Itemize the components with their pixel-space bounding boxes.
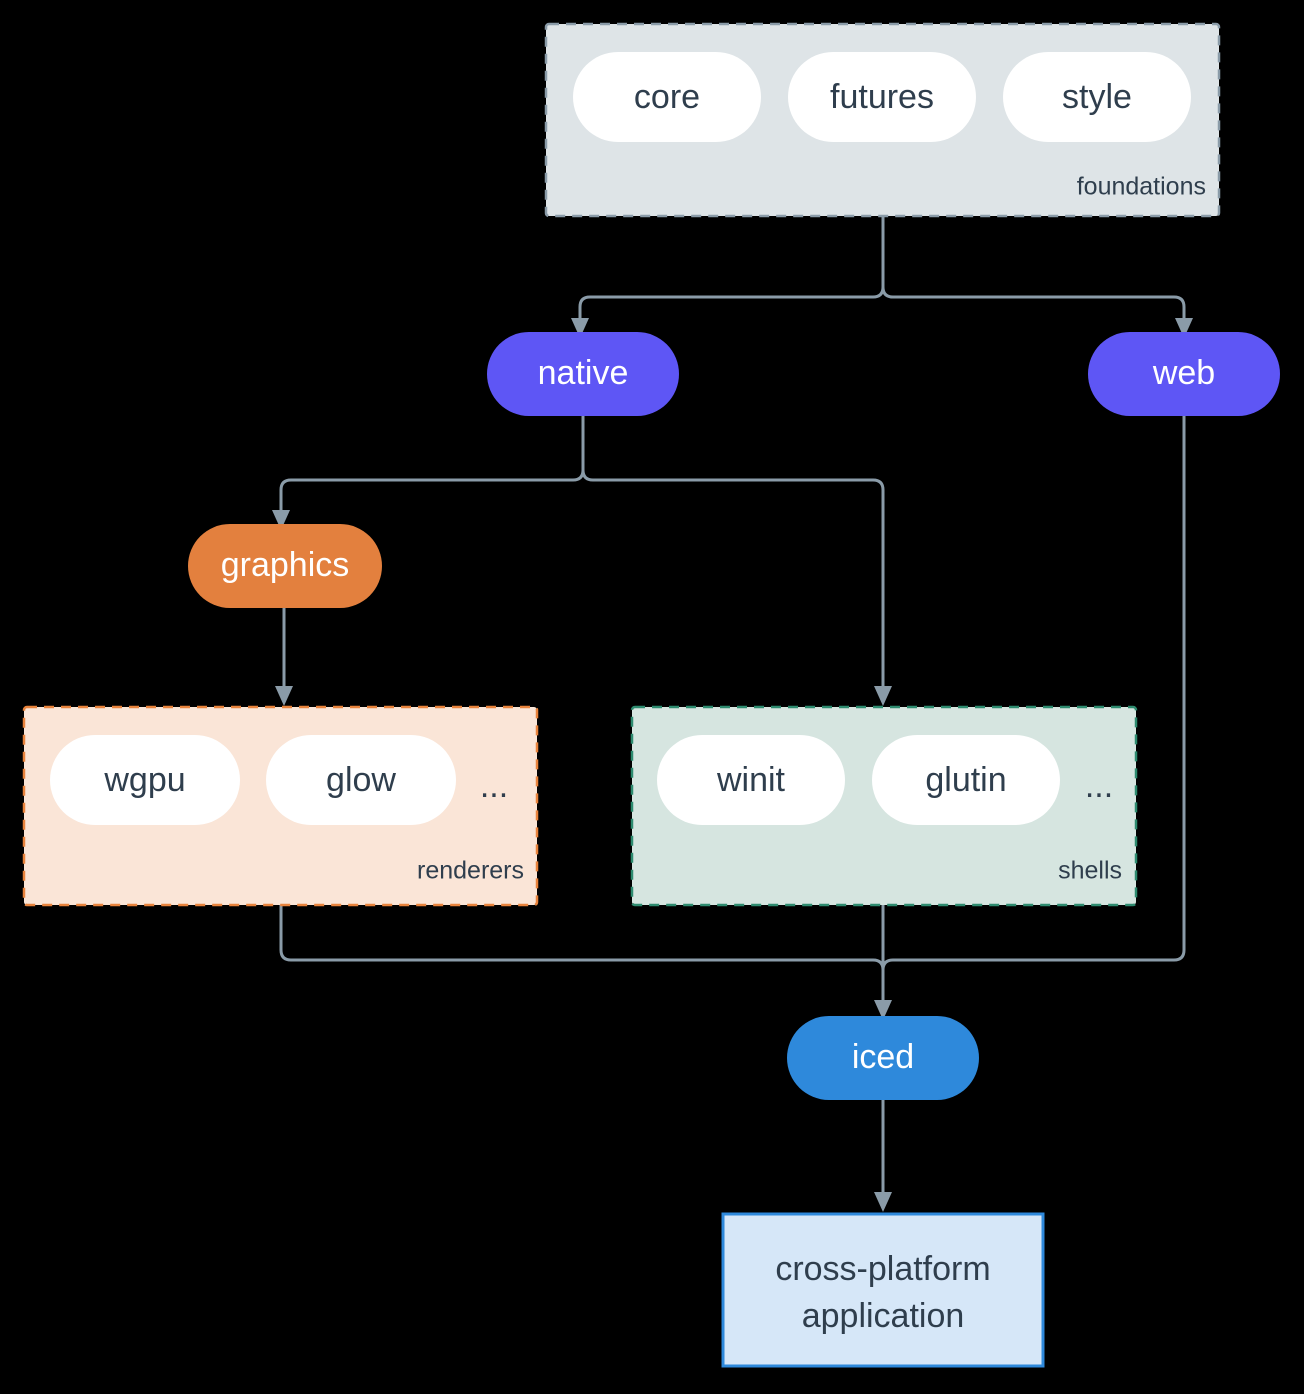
edge-arrowhead-web bbox=[1175, 318, 1193, 338]
node-web-pill bbox=[1088, 332, 1280, 416]
node-core-label: core bbox=[634, 78, 700, 116]
node-native[interactable]: native bbox=[487, 332, 679, 416]
cluster-foundations[interactable]: core futures style foundations bbox=[544, 22, 1221, 218]
node-web-label: web bbox=[1152, 354, 1215, 392]
node-core[interactable]: core bbox=[573, 52, 761, 142]
cluster-shells-label: shells bbox=[1058, 857, 1122, 885]
edge-web-to-iced bbox=[881, 415, 1186, 1004]
node-glow[interactable]: glow bbox=[266, 735, 456, 825]
node-iced[interactable]: iced bbox=[787, 1016, 979, 1100]
node-style-label: style bbox=[1062, 78, 1132, 116]
edge-arrowhead-iced bbox=[874, 1000, 892, 1020]
node-native-pill bbox=[487, 332, 679, 416]
node-glutin[interactable]: glutin bbox=[872, 735, 1060, 825]
node-futures-pill bbox=[788, 52, 976, 142]
node-web[interactable]: web bbox=[1088, 332, 1280, 416]
node-iced-label: iced bbox=[852, 1038, 914, 1076]
node-futures[interactable]: futures bbox=[788, 52, 976, 142]
shells-overflow-ellipsis: ... bbox=[1085, 767, 1113, 805]
edge-arrowhead-renderers bbox=[275, 686, 293, 706]
edge-native-split bbox=[279, 415, 585, 514]
node-wgpu-pill bbox=[50, 735, 240, 825]
node-core-pill bbox=[573, 52, 761, 142]
node-graphics-pill bbox=[188, 524, 382, 608]
node-iced-pill bbox=[787, 1016, 979, 1100]
cluster-renderers-label: renderers bbox=[417, 857, 524, 885]
node-glow-label: glow bbox=[326, 761, 396, 799]
node-winit-label: winit bbox=[716, 761, 786, 799]
node-native-label: native bbox=[538, 354, 629, 392]
edge-arrowhead-native bbox=[571, 318, 589, 338]
edge-arrowhead-graphics bbox=[272, 510, 290, 530]
node-winit-pill bbox=[657, 735, 845, 825]
node-glutin-pill bbox=[872, 735, 1060, 825]
node-wgpu[interactable]: wgpu bbox=[50, 735, 240, 825]
node-application-label-line1: cross-platform bbox=[775, 1250, 990, 1288]
edge-arrowhead-shells bbox=[874, 686, 892, 706]
node-graphics-label: graphics bbox=[221, 546, 350, 584]
cluster-renderers[interactable]: wgpu glow ... renderers bbox=[22, 705, 539, 907]
node-winit[interactable]: winit bbox=[657, 735, 845, 825]
node-application-label-line2: application bbox=[802, 1297, 965, 1335]
node-application-box bbox=[721, 1212, 1045, 1368]
edge-foundations-to-web bbox=[881, 286, 1186, 322]
node-application[interactable]: cross-platform application bbox=[721, 1212, 1045, 1368]
node-graphics[interactable]: graphics bbox=[188, 524, 382, 608]
renderers-overflow-ellipsis: ... bbox=[480, 767, 508, 805]
node-futures-label: futures bbox=[830, 78, 934, 116]
node-glutin-label: glutin bbox=[925, 761, 1006, 799]
node-wgpu-label: wgpu bbox=[103, 761, 185, 799]
edge-native-to-shells bbox=[581, 469, 885, 690]
node-style[interactable]: style bbox=[1003, 52, 1191, 142]
edge-layer bbox=[272, 216, 1193, 1212]
cluster-foundations-label: foundations bbox=[1077, 173, 1206, 201]
cluster-shells[interactable]: winit glutin ... shells bbox=[630, 705, 1138, 907]
edge-foundations-split bbox=[578, 216, 885, 322]
node-style-pill bbox=[1003, 52, 1191, 142]
node-glow-pill bbox=[266, 735, 456, 825]
edge-renderers-to-iced bbox=[279, 905, 885, 1004]
edge-arrowhead-application bbox=[874, 1192, 892, 1212]
